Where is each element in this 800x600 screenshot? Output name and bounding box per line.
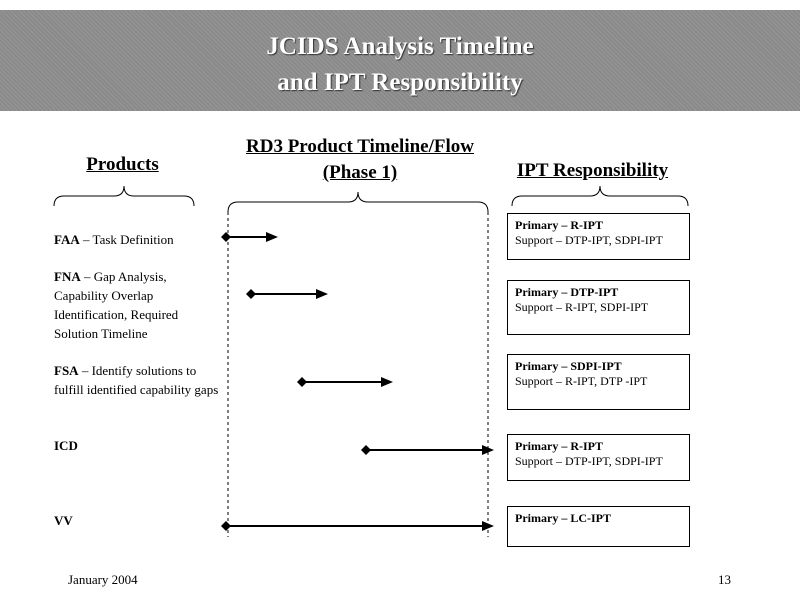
primary-ipt: Primary – R-IPT xyxy=(515,439,603,453)
product-code: FNA xyxy=(54,269,81,284)
primary-ipt: Primary – SDPI-IPT xyxy=(515,359,622,373)
arrow-vv xyxy=(221,521,494,531)
primary-ipt: Primary – R-IPT xyxy=(515,218,603,232)
support-ipt: Support – DTP-IPT, SDPI-IPT xyxy=(515,454,663,468)
slide-title-line-2: and IPT Responsibility xyxy=(277,69,523,96)
product-desc: – Task Definition xyxy=(79,232,174,247)
primary-ipt: Primary – DTP-IPT xyxy=(515,285,619,299)
arrow-icd xyxy=(361,445,494,455)
ipt-heading: IPT Responsibility xyxy=(516,160,669,181)
arrow-fna xyxy=(246,289,328,299)
ipt-box-vv: Primary – LC-IPT xyxy=(507,506,690,547)
product-desc: – Gap Analysis, Capability Overlap Ident… xyxy=(54,269,179,341)
products-heading: Products xyxy=(86,154,159,175)
timeline-brace xyxy=(227,191,489,213)
product-faa: FAA – Task Definition xyxy=(54,230,219,249)
primary-ipt: Primary – LC-IPT xyxy=(515,511,611,525)
ipt-box-fsa: Primary – SDPI-IPT Support – R-IPT, DTP … xyxy=(507,354,690,410)
ipt-box-icd: Primary – R-IPT Support – DTP-IPT, SDPI-… xyxy=(507,434,690,481)
ipt-box-fna: Primary – DTP-IPT Support – R-IPT, SDPI-… xyxy=(507,280,690,335)
product-fna: FNA – Gap Analysis, Capability Overlap I… xyxy=(54,267,214,343)
ipt-box-faa: Primary – R-IPT Support – DTP-IPT, SDPI-… xyxy=(507,213,690,260)
product-icd: ICD xyxy=(54,436,219,455)
product-vv: VV xyxy=(54,511,219,530)
timeline-heading-line-1: RD3 Product Timeline/Flow xyxy=(246,136,474,157)
product-fsa: FSA – Identify solutions to fulfill iden… xyxy=(54,361,219,399)
support-ipt: Support – R-IPT, SDPI-IPT xyxy=(515,300,649,314)
slide-title-line-1: JCIDS Analysis Timeline xyxy=(266,33,534,60)
arrow-fsa xyxy=(297,377,393,387)
footer-date: January 2004 xyxy=(68,572,138,587)
product-code: ICD xyxy=(54,438,78,453)
support-ipt: Support – R-IPT, DTP -IPT xyxy=(515,374,648,388)
support-ipt: Support – DTP-IPT, SDPI-IPT xyxy=(515,233,663,247)
ipt-brace xyxy=(511,185,689,207)
product-code: VV xyxy=(54,513,73,528)
product-code: FSA xyxy=(54,363,79,378)
title-banner xyxy=(0,10,800,111)
products-brace xyxy=(53,185,195,207)
page-number: 13 xyxy=(718,572,731,587)
product-desc: – Identify solutions to fulfill identifi… xyxy=(54,363,219,397)
arrow-faa xyxy=(221,232,278,242)
timeline-heading-line-2: (Phase 1) xyxy=(322,162,398,183)
product-code: FAA xyxy=(54,232,80,247)
